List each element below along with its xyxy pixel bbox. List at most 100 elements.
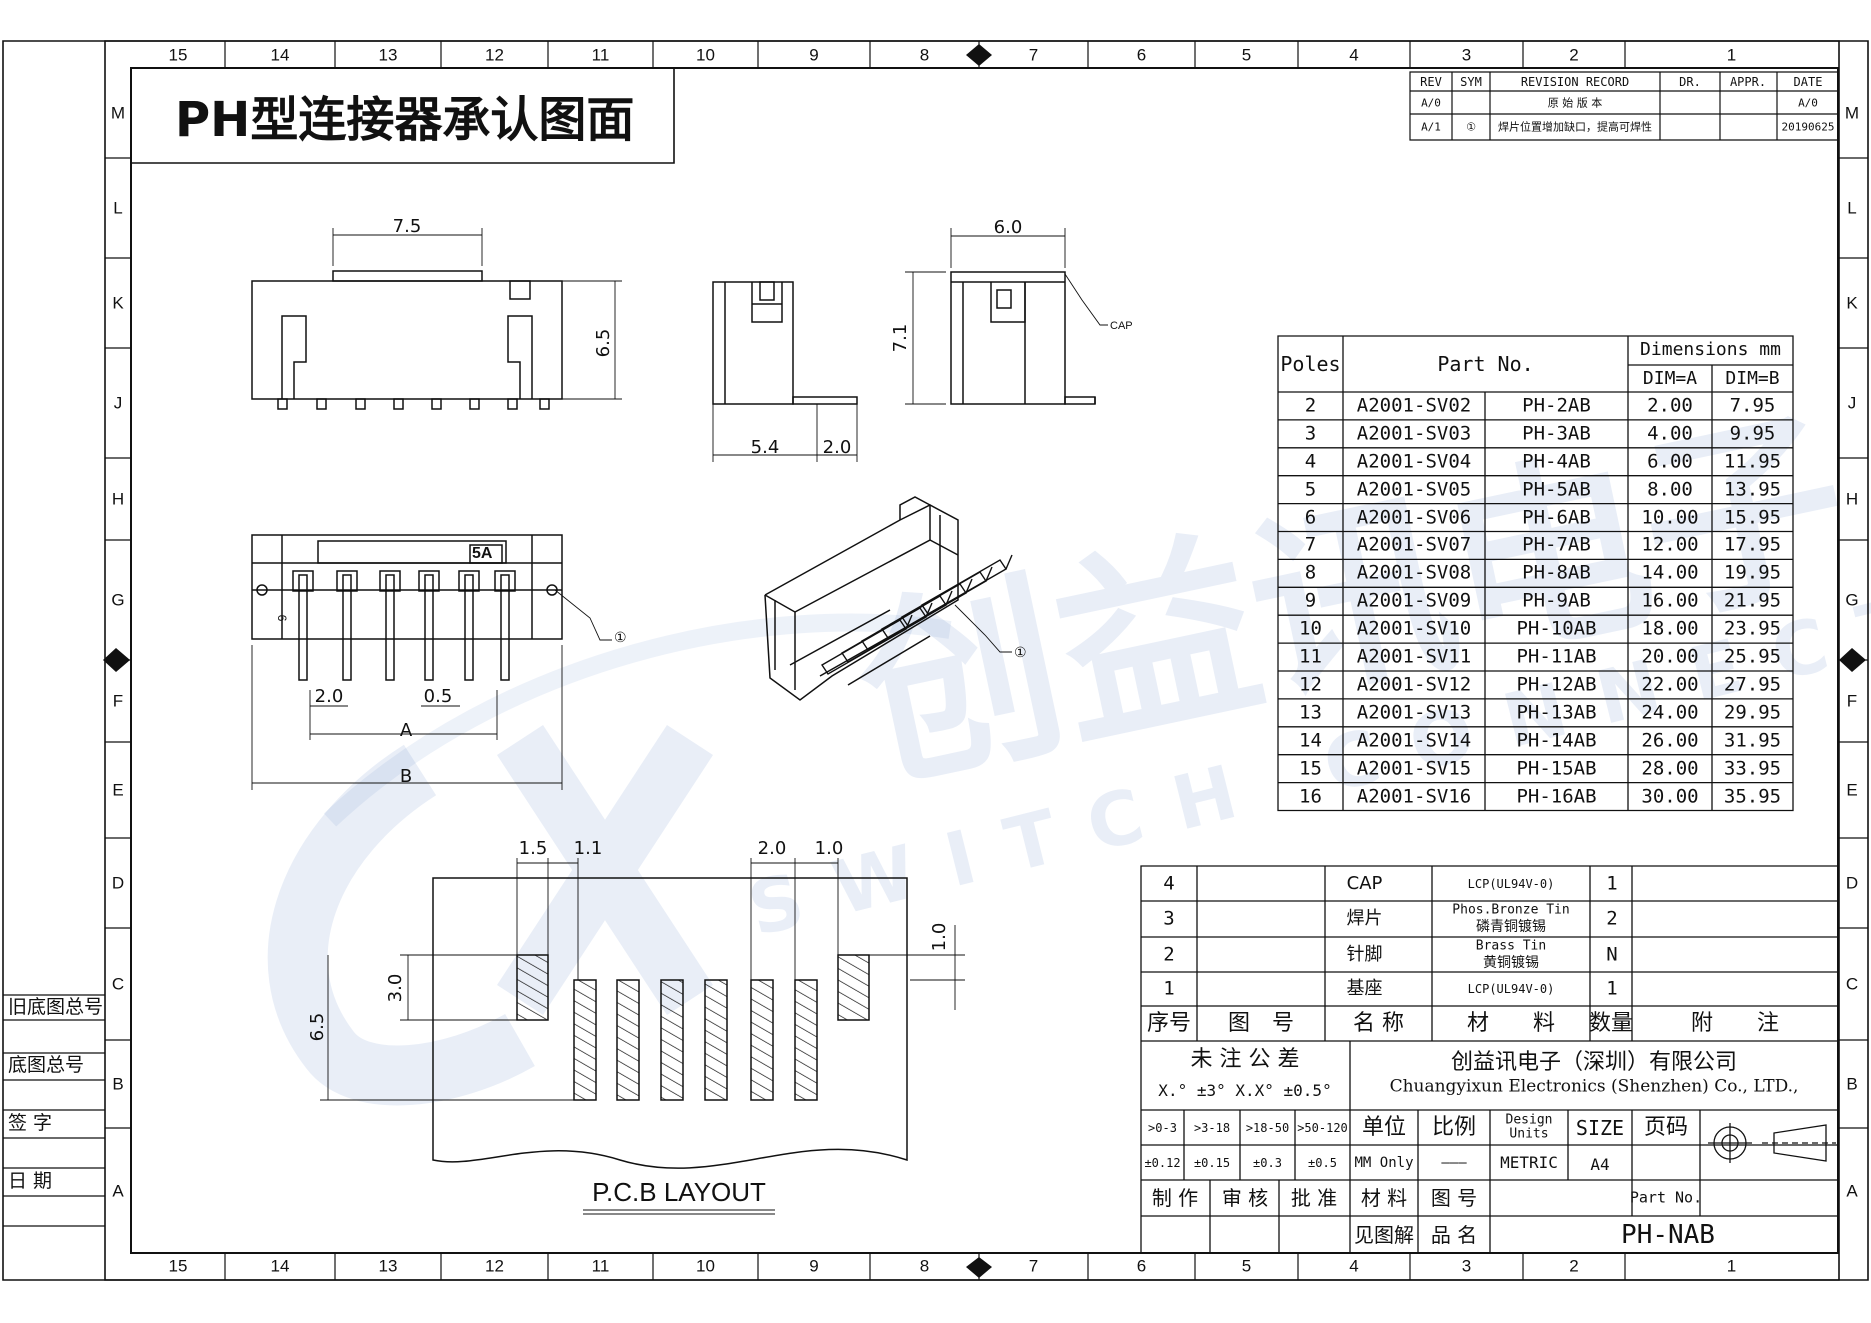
pcb-d6: 3.0 <box>385 973 406 1003</box>
parts-cell-b: 17.95 <box>1723 533 1782 556</box>
revision-cell-rev: A/0 <box>1421 96 1441 110</box>
left-block-lines <box>3 995 105 1226</box>
tolerance-range: >3-18 <box>1193 1121 1231 1135</box>
bom-no: 2 <box>1163 943 1175 965</box>
zone-column-label: 12 <box>485 45 504 65</box>
approve-label: 批 准 <box>1290 1186 1338 1210</box>
parts-cell-a: 26.00 <box>1641 729 1699 752</box>
parts-cell-part: PH-11AB <box>1516 645 1597 668</box>
zone-row-label: C <box>111 974 125 994</box>
zone-row-label: J <box>113 393 123 413</box>
side-depth-dim: 5.4 <box>750 437 780 458</box>
pcb-pad <box>661 980 683 1100</box>
bom-material-en: Brass Tin <box>1475 938 1547 953</box>
zone-column-label: 12 <box>485 1256 504 1276</box>
iso-pin-tail <box>986 567 992 581</box>
zone-row-label: J <box>1847 393 1857 413</box>
parts-header-dim-a: DIM=A <box>1642 368 1698 389</box>
pin-width-dim: 0.5 <box>423 686 453 707</box>
parts-cell-b: 25.95 <box>1723 645 1782 668</box>
zone-column-label: 8 <box>919 1256 930 1276</box>
bom-name: CAP <box>1346 872 1383 894</box>
bom-material: LCP(UL94V-0) <box>1467 982 1555 996</box>
parts-cell-poles: 14 <box>1299 729 1322 752</box>
bom-material: 磷青铜镀锡 <box>1476 919 1546 935</box>
pin-head <box>459 571 479 591</box>
left-block-label: 旧底图总号 <box>8 996 104 1018</box>
tolerance-range: >50-120 <box>1297 1121 1348 1135</box>
dim-a-label: A <box>399 720 413 741</box>
product-name-label: 品 名 <box>1430 1223 1478 1247</box>
bom-header: 附 注 <box>1690 1010 1780 1036</box>
parts-cell-part: PH-9AB <box>1522 589 1591 612</box>
pcb-pad <box>838 955 869 1020</box>
parts-cell-code: A2001-SV11 <box>1356 645 1472 668</box>
parts-cell-a: 16.00 <box>1641 589 1699 612</box>
zone-column-label: 4 <box>1349 45 1359 65</box>
parts-header-dim-b: DIM=B <box>1725 368 1780 389</box>
zone-row-label: B <box>112 1074 124 1094</box>
parts-cell-a: 6.00 <box>1647 450 1693 473</box>
zone-column-label: 7 <box>1028 1256 1039 1276</box>
parts-cell-b: 19.95 <box>1723 561 1782 584</box>
parts-table-border <box>1278 336 1793 811</box>
parts-cell-poles: 9 <box>1304 589 1317 612</box>
bom-header: 数量 <box>1588 1010 1634 1036</box>
tolerance-angle: X.° ±3° X.X° ±0.5° <box>1158 1081 1332 1100</box>
bom-qty: 1 <box>1606 977 1618 1000</box>
tolerance-title: 未 注 公 差 <box>1190 1047 1300 1072</box>
unit-label: 单位 <box>1361 1115 1407 1140</box>
zone-column-label: 1 <box>1726 1256 1737 1276</box>
zone-row-label: D <box>1845 873 1859 893</box>
side-view-1 <box>713 282 857 404</box>
parts-cell-part: PH-10AB <box>1516 617 1597 640</box>
parts-cell-poles: 16 <box>1299 785 1322 808</box>
bom-name: 焊片 <box>1346 908 1383 929</box>
iso-pin <box>862 596 946 650</box>
revision-table-lines <box>1410 72 1838 140</box>
pcb-layout-label: P.C.B LAYOUT <box>592 1177 766 1207</box>
parts-cell-code: A2001-SV08 <box>1356 561 1472 584</box>
bom-material: 黄铜镀锡 <box>1483 954 1539 971</box>
parts-cell-a: 24.00 <box>1641 701 1699 724</box>
pin-lead <box>343 575 351 680</box>
parts-table-lines <box>1278 336 1793 811</box>
pin-lead <box>465 575 473 680</box>
pcb-pads <box>517 955 869 1100</box>
parts-cell-b: 29.95 <box>1723 701 1782 724</box>
iso-view-pins <box>822 555 1012 674</box>
zone-column-label: 5 <box>1241 45 1252 65</box>
title-box <box>131 68 674 163</box>
pcb-d3: 2.0 <box>757 838 787 859</box>
pcb-d5: 1.0 <box>929 922 950 952</box>
tolerance-value: ±0.15 <box>1193 1156 1231 1170</box>
zone-column-label: 13 <box>378 45 398 65</box>
parts-cell-a: 18.00 <box>1641 617 1699 640</box>
zone-row-label: A <box>112 1181 124 1200</box>
revision-header: REVISION RECORD <box>1520 75 1630 89</box>
zone-row-label: K <box>1846 293 1858 313</box>
parts-cell-b: 21.95 <box>1723 589 1782 612</box>
parts-cell-part: PH-15AB <box>1516 757 1597 780</box>
parts-cell-poles: 6 <box>1304 506 1317 529</box>
zone-column-label: 6 <box>1136 1256 1147 1276</box>
zone-row-label: C <box>1845 974 1859 994</box>
parts-cell-a: 12.00 <box>1641 533 1699 556</box>
parts-cell-a: 10.00 <box>1641 506 1699 529</box>
zone-column-label: 14 <box>270 1256 290 1276</box>
company-cn: 创益讯电子（深圳）有限公司 <box>1450 1050 1738 1075</box>
parts-cell-a: 8.00 <box>1647 478 1693 501</box>
parts-cell-part: PH-12AB <box>1516 673 1597 696</box>
revision-cell-date: 20190625 <box>1781 120 1835 134</box>
left-block-label: 底图总号 <box>8 1054 85 1076</box>
parts-cell-poles: 15 <box>1299 757 1322 780</box>
parts-cell-part: PH-16AB <box>1516 785 1597 808</box>
projection-symbol <box>1708 1123 1836 1163</box>
parts-cell-a: 28.00 <box>1641 757 1699 780</box>
pin-head <box>380 571 400 591</box>
parts-cell-code: A2001-SV13 <box>1356 701 1472 724</box>
side-height-dim: 7.1 <box>890 323 911 353</box>
parts-cell-b: 7.95 <box>1729 394 1776 417</box>
bom-header: 名 称 <box>1353 1010 1404 1036</box>
